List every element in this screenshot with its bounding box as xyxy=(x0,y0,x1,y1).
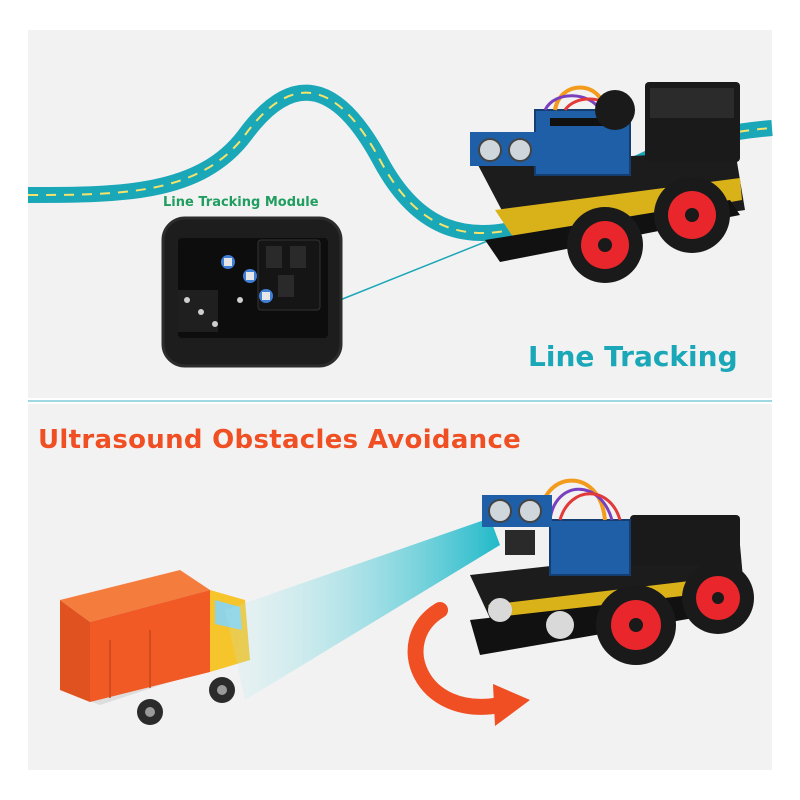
robot-car-icon xyxy=(470,82,745,283)
module-label: Line Tracking Module xyxy=(163,195,319,210)
robot-car-bottom-icon xyxy=(470,478,754,665)
rotate-arrow-icon xyxy=(407,602,530,726)
module-callout-line xyxy=(339,231,511,301)
obstacle-avoidance-title: Ultrasound Obstacles Avoidance xyxy=(38,425,522,455)
potentiometer-icon xyxy=(221,255,273,303)
header-pins-icon xyxy=(178,290,243,332)
line-tracking-module-image xyxy=(161,216,343,368)
ultrasonic-beam xyxy=(225,518,500,700)
ultrasonic-sensor-icon xyxy=(470,132,540,166)
line-tracking-title: Line Tracking xyxy=(528,340,738,373)
